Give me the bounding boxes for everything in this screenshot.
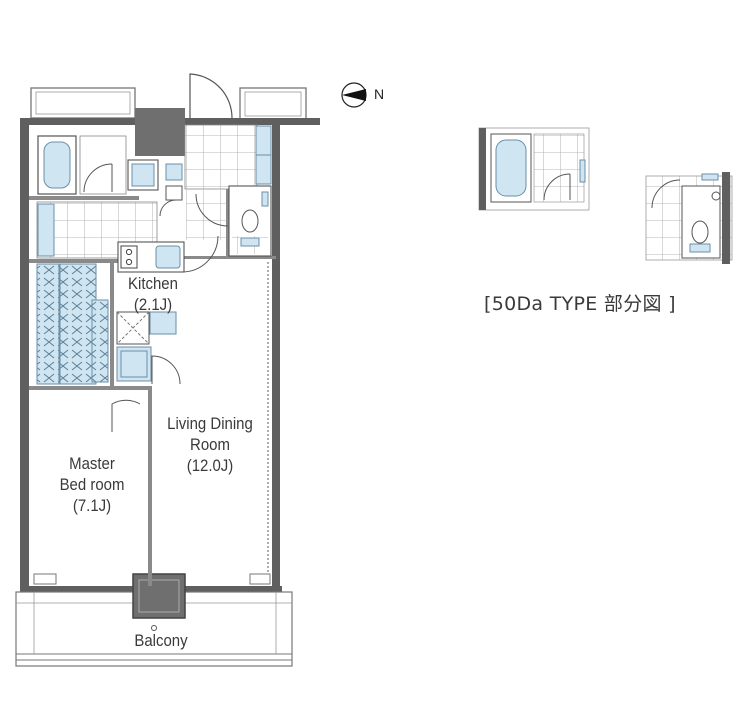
living-name-line2: Room xyxy=(190,435,230,454)
living-label: Living Dining Room (12.0J) xyxy=(155,413,264,476)
kitchen-label: Kitchen (2.1J) xyxy=(117,273,189,315)
north-label: N xyxy=(374,86,385,102)
column-top xyxy=(135,108,185,156)
detail-caption: [50Da TYPE 部分図 ] xyxy=(484,293,676,315)
bathtub xyxy=(37,135,77,195)
stove-icon xyxy=(120,245,138,269)
closet-left xyxy=(36,263,97,385)
sink-icon xyxy=(155,245,181,269)
master-bedroom-label: Master Bed room (7.1J) xyxy=(44,453,139,516)
detail-toilet xyxy=(645,172,733,264)
toilet xyxy=(195,185,272,257)
washbasin-cabinet xyxy=(37,203,55,257)
column-bottom xyxy=(132,573,186,619)
balcony-name: Balcony xyxy=(134,631,188,650)
top-balcony-right xyxy=(239,87,307,121)
kitchen-name: Kitchen xyxy=(128,274,178,293)
tiled-floor-top xyxy=(184,124,258,190)
shoe-cabinet xyxy=(255,125,272,185)
entrance-door xyxy=(189,73,233,119)
master-name-line2: Bed room xyxy=(59,475,125,494)
closet-right xyxy=(91,299,109,383)
north-arrow-icon xyxy=(341,82,367,108)
kitchen-size: (2.1J) xyxy=(133,295,173,314)
washing-machine xyxy=(127,159,159,191)
balcony-label: Balcony xyxy=(121,630,200,651)
tiled-floor-mid xyxy=(186,190,226,240)
kitchen-counter xyxy=(117,241,185,273)
living-name-line1: Living Dining xyxy=(167,414,253,433)
top-balcony-left xyxy=(30,87,136,119)
interior-walls xyxy=(29,140,276,586)
living-size: (12.0J) xyxy=(186,456,234,475)
refrigerator-icon xyxy=(116,311,150,345)
detail-bathroom xyxy=(478,127,590,211)
bathroom-floor xyxy=(79,135,127,195)
master-size: (7.1J) xyxy=(72,496,112,515)
master-name-line1: Master xyxy=(69,454,115,473)
